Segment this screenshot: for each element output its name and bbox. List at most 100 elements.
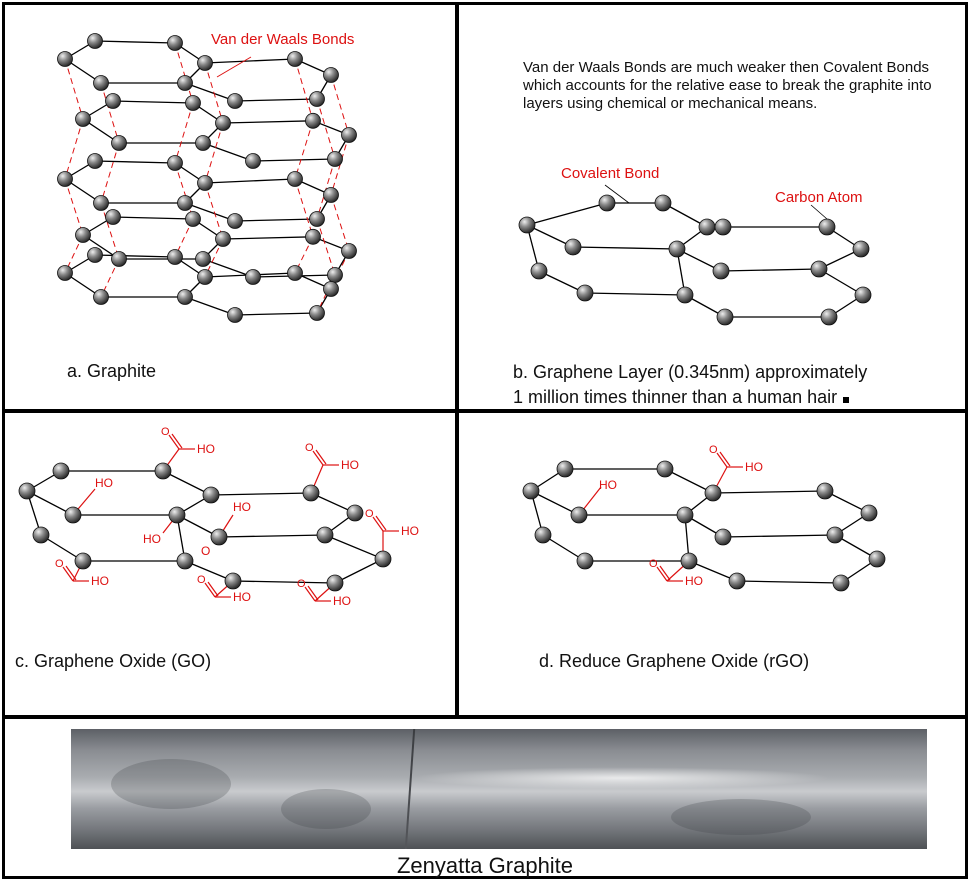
covalent-bond xyxy=(234,312,318,316)
graphene-oxide-caption: c. Graphene Oxide (GO) xyxy=(15,651,212,671)
carbon-atom xyxy=(111,135,127,151)
van-der-waals-bond xyxy=(330,74,350,136)
van-der-waals-bond xyxy=(64,178,84,236)
oxygen-label: O xyxy=(297,578,306,590)
carbon-atom xyxy=(309,305,325,321)
covalent-bond xyxy=(334,558,384,584)
van-der-waals-bond xyxy=(174,102,194,164)
covalent-bond xyxy=(572,246,678,250)
carbon-atom xyxy=(167,155,183,171)
carbon-atom xyxy=(564,238,582,256)
carbon-atom xyxy=(826,526,844,544)
van-der-waals-bond xyxy=(64,58,84,120)
carbon-atom xyxy=(287,171,303,187)
carbon-atom xyxy=(87,33,103,49)
graphene-caption-line1: b. Graphene Layer (0.345nm) approximatel… xyxy=(513,362,868,382)
carbon-atom xyxy=(327,267,343,283)
carbon-atom xyxy=(576,284,594,302)
carbon-atom xyxy=(598,194,616,212)
covalent-bond xyxy=(184,82,236,102)
covalent-bond xyxy=(162,470,212,496)
oxygen-label: O xyxy=(709,444,718,456)
van-der-waals-bond xyxy=(204,122,224,184)
van-der-waals-bond xyxy=(316,98,336,160)
carbon-atom xyxy=(111,251,127,267)
carbon-atom xyxy=(52,462,70,480)
carbon-atom-label: Carbon Atom xyxy=(775,189,863,206)
hydroxyl-label: HO xyxy=(143,532,161,546)
hydroxyl-label: HO xyxy=(95,476,113,490)
carbon-atom xyxy=(177,289,193,305)
carbon-atom xyxy=(346,504,364,522)
carbon-atom xyxy=(820,308,838,326)
carbon-atom xyxy=(195,251,211,267)
hydroxyl-label: HO xyxy=(599,478,617,492)
covalent-bond xyxy=(94,40,176,44)
carbon-atom xyxy=(215,115,231,131)
carbon-atom xyxy=(676,286,694,304)
carbon-atom xyxy=(197,269,213,285)
covalent-bond xyxy=(526,202,608,226)
carbon-atom xyxy=(868,550,886,568)
oxygen-label: O xyxy=(305,442,314,454)
van-der-waals-bond xyxy=(294,120,314,180)
photo-highlight xyxy=(411,767,831,789)
carbon-atom xyxy=(326,574,344,592)
carbon-atom xyxy=(64,506,82,524)
carbon-atom xyxy=(316,526,334,544)
covalent-bond xyxy=(736,580,842,584)
carbon-atom xyxy=(668,240,686,258)
van-der-waals-bond xyxy=(330,194,350,252)
carbon-atom xyxy=(224,572,242,590)
carbon-atom xyxy=(305,112,321,129)
covalent-bond xyxy=(222,120,314,124)
covalent-bond xyxy=(94,160,176,164)
carbon-atom xyxy=(167,249,183,265)
reduced-graphene-oxide-caption: d. Reduce Graphene Oxide (rGO) xyxy=(539,651,810,671)
carbon-atom xyxy=(75,111,91,127)
carbon-atom xyxy=(154,462,172,480)
carbon-atom xyxy=(810,260,828,278)
carbon-atom xyxy=(177,75,193,91)
carbon-atom xyxy=(302,484,320,502)
graphene-structure xyxy=(518,184,872,326)
bond-description: Van der Waals Bonds are much weaker then… xyxy=(523,59,932,112)
carbon-atom xyxy=(245,269,261,285)
carbon-atom xyxy=(860,504,878,522)
hydroxyl-label: HO xyxy=(233,590,251,604)
carbon-atom xyxy=(654,194,672,212)
covalent-bond xyxy=(720,268,820,272)
covalent-bond xyxy=(722,534,836,538)
carbon-atom xyxy=(716,308,734,326)
carbon-atom xyxy=(832,574,850,592)
carbon-atom xyxy=(57,265,73,281)
carbon-atom xyxy=(202,486,220,504)
hydroxyl-label: HO xyxy=(685,574,703,588)
carbon-atom xyxy=(57,51,73,67)
covalent-bond-label: Covalent Bond xyxy=(561,165,660,182)
carbon-atom xyxy=(327,151,343,167)
carbon-atom xyxy=(87,247,103,263)
van-der-waals-bond xyxy=(316,218,336,276)
period-mark xyxy=(843,397,850,403)
carbon-atom xyxy=(105,209,121,225)
covalent-bond xyxy=(26,490,74,516)
covalent-bond xyxy=(184,296,236,316)
van-der-waals-bond xyxy=(294,178,314,237)
carbon-atom xyxy=(522,482,540,500)
carbon-atom xyxy=(215,231,231,247)
carbon-atom xyxy=(698,218,716,236)
covalent-bond xyxy=(234,218,318,222)
carbon-atom xyxy=(714,218,732,236)
carbon-atom xyxy=(227,93,243,109)
covalent-bond xyxy=(222,236,314,240)
carbon-atom xyxy=(176,552,194,570)
oxygen-label: O xyxy=(365,508,374,520)
carbon-atom xyxy=(87,153,103,169)
covalent-bond xyxy=(526,224,574,248)
hydroxyl-label: HO xyxy=(91,574,109,588)
van-der-waals-bond xyxy=(204,62,224,124)
covalent-bond xyxy=(538,270,586,294)
carbon-atom xyxy=(210,528,228,546)
